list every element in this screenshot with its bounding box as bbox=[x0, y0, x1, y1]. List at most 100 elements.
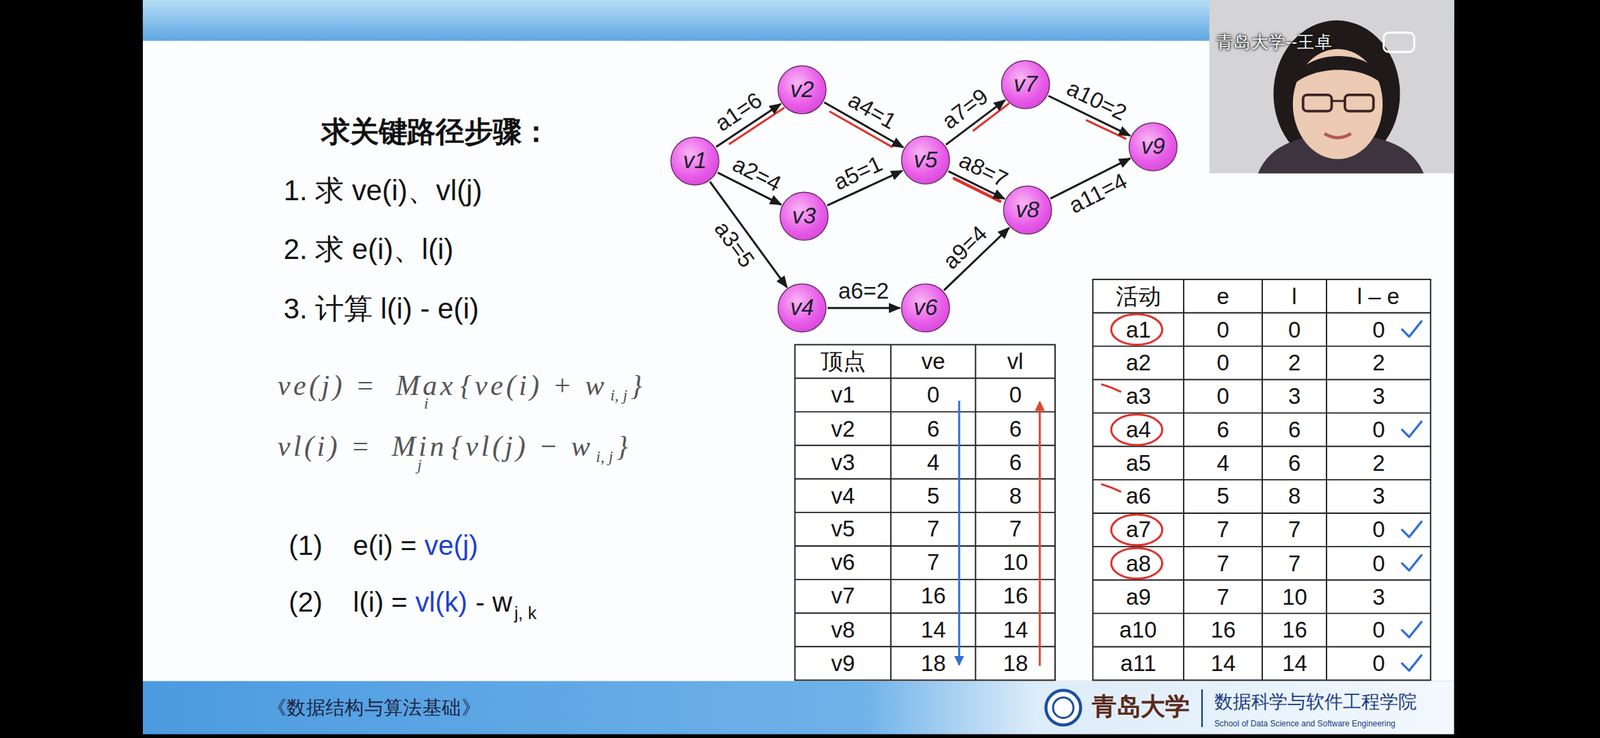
table-cell: 0 bbox=[1372, 617, 1385, 644]
red-annotations-2 bbox=[1102, 314, 1163, 580]
table-cell: 0 bbox=[927, 382, 940, 409]
table-cell: a2 bbox=[1126, 350, 1152, 377]
table-cell: 3 bbox=[1372, 484, 1385, 511]
table-cell: 18 bbox=[1003, 650, 1029, 677]
table-cell: a8 bbox=[1126, 551, 1152, 578]
vertex-label: v9 bbox=[1141, 134, 1166, 160]
table-header: vl bbox=[1007, 348, 1024, 375]
video-watermark: 青岛大学--王卓 bbox=[1216, 32, 1332, 53]
table-header: l – e bbox=[1357, 283, 1400, 310]
red-tick bbox=[1102, 484, 1121, 492]
vertex-circle: v2 bbox=[777, 65, 827, 115]
vertex-circle: v5 bbox=[901, 135, 951, 185]
table-frame bbox=[1092, 279, 1431, 681]
table-cell: v3 bbox=[831, 449, 856, 476]
table-grid bbox=[1092, 279, 1431, 681]
check-mark bbox=[1401, 521, 1421, 537]
table-cell: 3 bbox=[1372, 584, 1385, 611]
table-cell: 6 bbox=[1009, 416, 1022, 443]
formula-text: ve(j) bbox=[424, 529, 478, 562]
formula-text: vl(i) = bbox=[277, 430, 374, 464]
table-cell: 3 bbox=[1372, 383, 1385, 410]
vertex-label: v8 bbox=[1015, 197, 1040, 224]
step-text: 2. 求 e(i)、l(i) bbox=[283, 233, 454, 267]
table-cell: 16 bbox=[1282, 617, 1308, 644]
formula-text: ve(j) = bbox=[277, 369, 379, 403]
table-cell: a1 bbox=[1126, 317, 1152, 344]
table-cell: 7 bbox=[1217, 517, 1230, 544]
formula-text: {vl(j) − w bbox=[451, 430, 594, 464]
footer-divider bbox=[1201, 689, 1203, 728]
table-frame bbox=[795, 344, 1056, 681]
vertex-circle: v4 bbox=[777, 283, 827, 333]
vertex-circle: v7 bbox=[1001, 60, 1051, 110]
vertex-circle: v8 bbox=[1003, 185, 1053, 236]
table-cell: 14 bbox=[921, 617, 947, 644]
table-cell: a7 bbox=[1126, 517, 1152, 544]
backward-arrow bbox=[1038, 402, 1041, 667]
red-circle bbox=[1111, 548, 1163, 580]
table-cell: a4 bbox=[1126, 417, 1152, 444]
formula-text: j bbox=[417, 456, 422, 475]
table-grid bbox=[795, 344, 1056, 681]
school-name-en: School of Data Science and Software Engi… bbox=[1214, 718, 1396, 729]
presenter-hair bbox=[1291, 56, 1386, 88]
table-cell: 7 bbox=[1009, 516, 1022, 543]
formula-text: (1) bbox=[288, 529, 323, 562]
table-header: 顶点 bbox=[820, 348, 866, 375]
red-circle bbox=[1111, 514, 1163, 546]
table-cell: v7 bbox=[831, 583, 856, 610]
arrow-connector bbox=[827, 307, 900, 310]
table-cell: v2 bbox=[831, 416, 856, 443]
table-cell: 0 bbox=[1217, 317, 1230, 344]
footer-band bbox=[142, 681, 1455, 736]
red-tick bbox=[1102, 384, 1121, 392]
forward-arrow bbox=[957, 400, 960, 666]
university-logo bbox=[1052, 698, 1074, 719]
table-cell: 3 bbox=[1288, 383, 1301, 410]
table-cell: 0 bbox=[1372, 317, 1385, 344]
table-cell: 7 bbox=[927, 550, 940, 577]
table-cell: 6 bbox=[1009, 449, 1022, 476]
formula-text: {ve(i) + w bbox=[460, 369, 608, 403]
table-cell: 6 bbox=[1288, 417, 1301, 444]
table-cell: a9 bbox=[1126, 584, 1152, 611]
table-cell: 14 bbox=[1282, 650, 1308, 677]
check-mark bbox=[1401, 655, 1421, 671]
vertex-table bbox=[795, 344, 1056, 681]
webcam-view bbox=[1208, 0, 1454, 174]
formula-text: l(i) = bbox=[352, 587, 407, 619]
table-cell: 0 bbox=[1217, 383, 1230, 410]
vertex-circle: v1 bbox=[670, 136, 720, 186]
table-cell: a11 bbox=[1120, 650, 1157, 677]
table-cell: 7 bbox=[1217, 584, 1230, 611]
check-mark bbox=[1401, 622, 1421, 638]
table-cell: a6 bbox=[1126, 484, 1152, 511]
formula-text: } bbox=[630, 369, 645, 403]
vertex-label: v4 bbox=[790, 295, 815, 322]
vertex-label: v1 bbox=[683, 148, 708, 175]
table-cell: a5 bbox=[1126, 450, 1152, 477]
formula-text: i bbox=[423, 395, 429, 414]
table-cell: 7 bbox=[1288, 517, 1301, 544]
table-cell: 4 bbox=[1217, 450, 1230, 477]
table-cell: 6 bbox=[1288, 450, 1301, 477]
table-cell: 8 bbox=[1009, 483, 1022, 510]
table-header: e bbox=[1217, 283, 1230, 310]
table-cell: 0 bbox=[1372, 417, 1385, 444]
table-cell: 0 bbox=[1217, 350, 1230, 377]
university-name: 青岛大学 bbox=[1091, 694, 1190, 723]
presenter-glasses bbox=[1344, 95, 1374, 112]
formula-text: vl(k) bbox=[415, 587, 468, 619]
edge-label: a6=2 bbox=[838, 278, 889, 305]
table-cell: v6 bbox=[831, 550, 856, 577]
vertex-label: v7 bbox=[1013, 71, 1038, 98]
formula-text: (2) bbox=[288, 587, 323, 619]
formula-text: j, k bbox=[514, 603, 537, 624]
red-circle bbox=[1111, 414, 1163, 446]
video-site-logo bbox=[1383, 32, 1415, 52]
slide-heading: 求关键路径步骤： bbox=[321, 116, 550, 150]
table-cell: 8 bbox=[1288, 484, 1301, 511]
table-header: ve bbox=[921, 348, 946, 375]
